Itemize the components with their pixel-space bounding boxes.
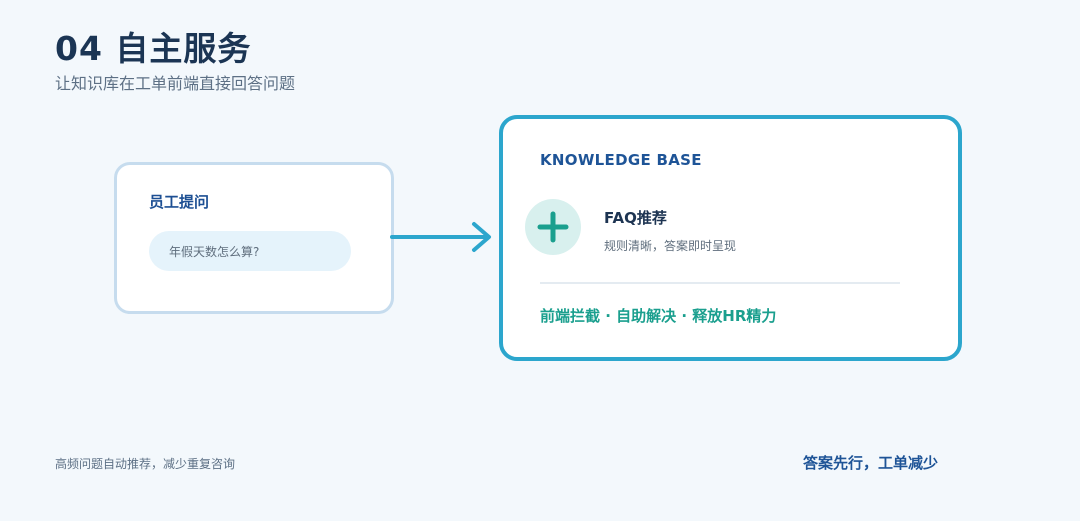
benefits-text: 前端拦截 · 自助解决 · 释放HR精力 [540,307,777,325]
footer-tagline: 答案先行，工单减少 [803,454,939,472]
page-subtitle: 让知识库在工单前端直接回答问题 [55,74,296,93]
question-label: 员工提问 [149,193,210,211]
question-bubble: 年假天数怎么算? [149,231,351,271]
arrow-right-icon [390,222,491,252]
divider [540,282,900,284]
question-text: 年假天数怎么算? [169,245,260,259]
faq-description: 规则清晰，答案即时呈现 [604,239,737,253]
plus-icon [525,199,581,255]
knowledge-base-card: KNOWLEDGE BASE FAQ推荐 规则清晰，答案即时呈现 前端拦截 · … [499,115,962,361]
page-title: 04 自主服务 [55,29,252,68]
footer-note: 高频问题自动推荐，减少重复咨询 [55,457,236,471]
faq-title: FAQ推荐 [604,209,667,227]
knowledge-base-title: KNOWLEDGE BASE [540,151,702,169]
question-card: 员工提问 年假天数怎么算? [114,162,394,314]
